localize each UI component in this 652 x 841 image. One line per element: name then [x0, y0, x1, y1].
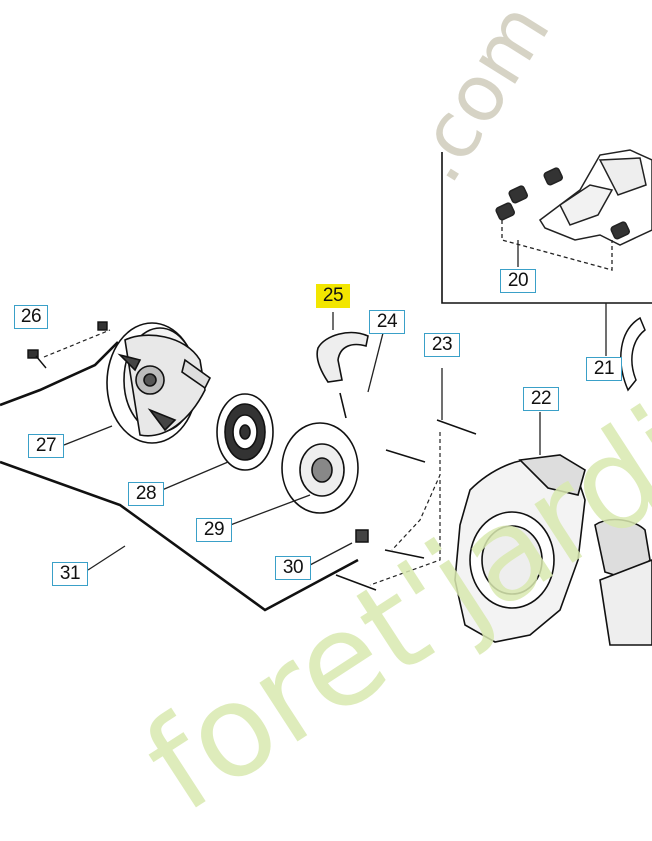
leader-24 — [367, 332, 384, 393]
parts-diagram — [0, 149, 652, 646]
recoil-spring — [216, 393, 274, 471]
callout-29: 29 — [196, 518, 232, 542]
callout-26: 26 — [14, 305, 48, 329]
callout-21: 21 — [586, 357, 622, 381]
callout-25: 25 — [316, 284, 350, 308]
fan-housing — [454, 454, 586, 643]
engine-part — [594, 518, 652, 646]
callout-20: 20 — [500, 269, 536, 293]
callout-27: 27 — [28, 434, 64, 458]
callout-22: 22 — [523, 387, 559, 411]
inset-leader-lines — [501, 220, 613, 271]
inset-frame — [441, 152, 652, 304]
left-leaders — [63, 425, 353, 571]
callout-23: 23 — [424, 333, 460, 357]
starter-housing — [106, 322, 212, 444]
screw-small — [97, 321, 108, 331]
callout-24: 24 — [369, 310, 405, 334]
callout-31: 31 — [52, 562, 88, 586]
leader-26 — [43, 329, 111, 358]
pulley — [281, 422, 359, 514]
inset-parts — [495, 149, 652, 246]
callout-30: 30 — [275, 556, 311, 580]
bolt-leader-lines — [369, 432, 441, 586]
starter-handle — [316, 331, 369, 419]
screw-26 — [27, 349, 47, 369]
starter-cord — [0, 341, 359, 612]
bolts — [335, 419, 477, 591]
arrow-icon — [620, 316, 646, 392]
callout-28: 28 — [128, 482, 164, 506]
